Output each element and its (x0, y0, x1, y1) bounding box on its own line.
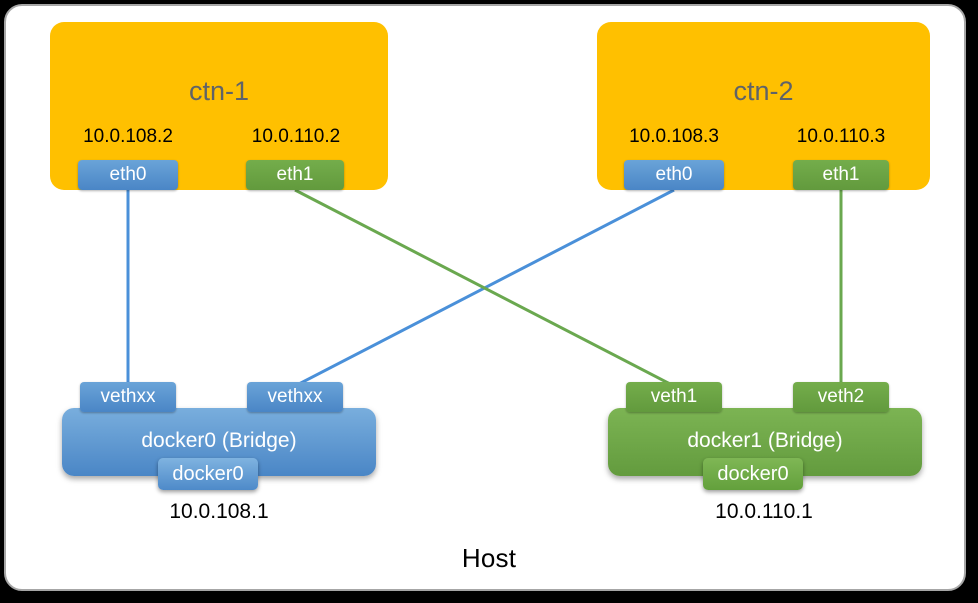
host-label: Host (461, 543, 517, 573)
port-ctn1-eth0[interactable]: eth0 (78, 160, 178, 190)
bridge-docker0-title: docker0 (Bridge) (141, 429, 297, 452)
ip-label-ctn1-eth1: 10.0.110.2 (251, 126, 341, 147)
bridge-docker1-ip: 10.0.110.1 (715, 500, 813, 523)
veth-docker1-2[interactable]: veth2 (793, 382, 889, 412)
container-ctn-2-title: ctn-2 (733, 76, 794, 106)
port-ctn1-eth1[interactable]: eth1 (246, 160, 344, 190)
container-ctn-1-title: ctn-1 (188, 76, 250, 106)
veth-docker0-1[interactable]: vethxx (80, 382, 176, 412)
bridge-docker1-interface-chip[interactable]: docker0 (703, 458, 803, 490)
ip-label-ctn1-eth0: 10.0.108.2 (83, 126, 173, 147)
port-ctn2-eth0[interactable]: eth0 (624, 160, 724, 190)
veth-docker1-1[interactable]: veth1 (626, 382, 722, 412)
bridge-docker0[interactable]: docker0 (Bridge) (62, 408, 376, 476)
veth-docker0-2[interactable]: vethxx (247, 382, 343, 412)
ip-label-ctn2-eth1: 10.0.110.3 (796, 126, 886, 147)
port-ctn2-eth1[interactable]: eth1 (793, 160, 889, 190)
bridge-docker0-interface-chip[interactable]: docker0 (158, 458, 258, 490)
ip-label-ctn2-eth0: 10.0.108.3 (629, 126, 719, 147)
bridge-docker1-title: docker1 (Bridge) (687, 429, 843, 452)
bridge-docker0-ip: 10.0.108.1 (169, 500, 269, 523)
